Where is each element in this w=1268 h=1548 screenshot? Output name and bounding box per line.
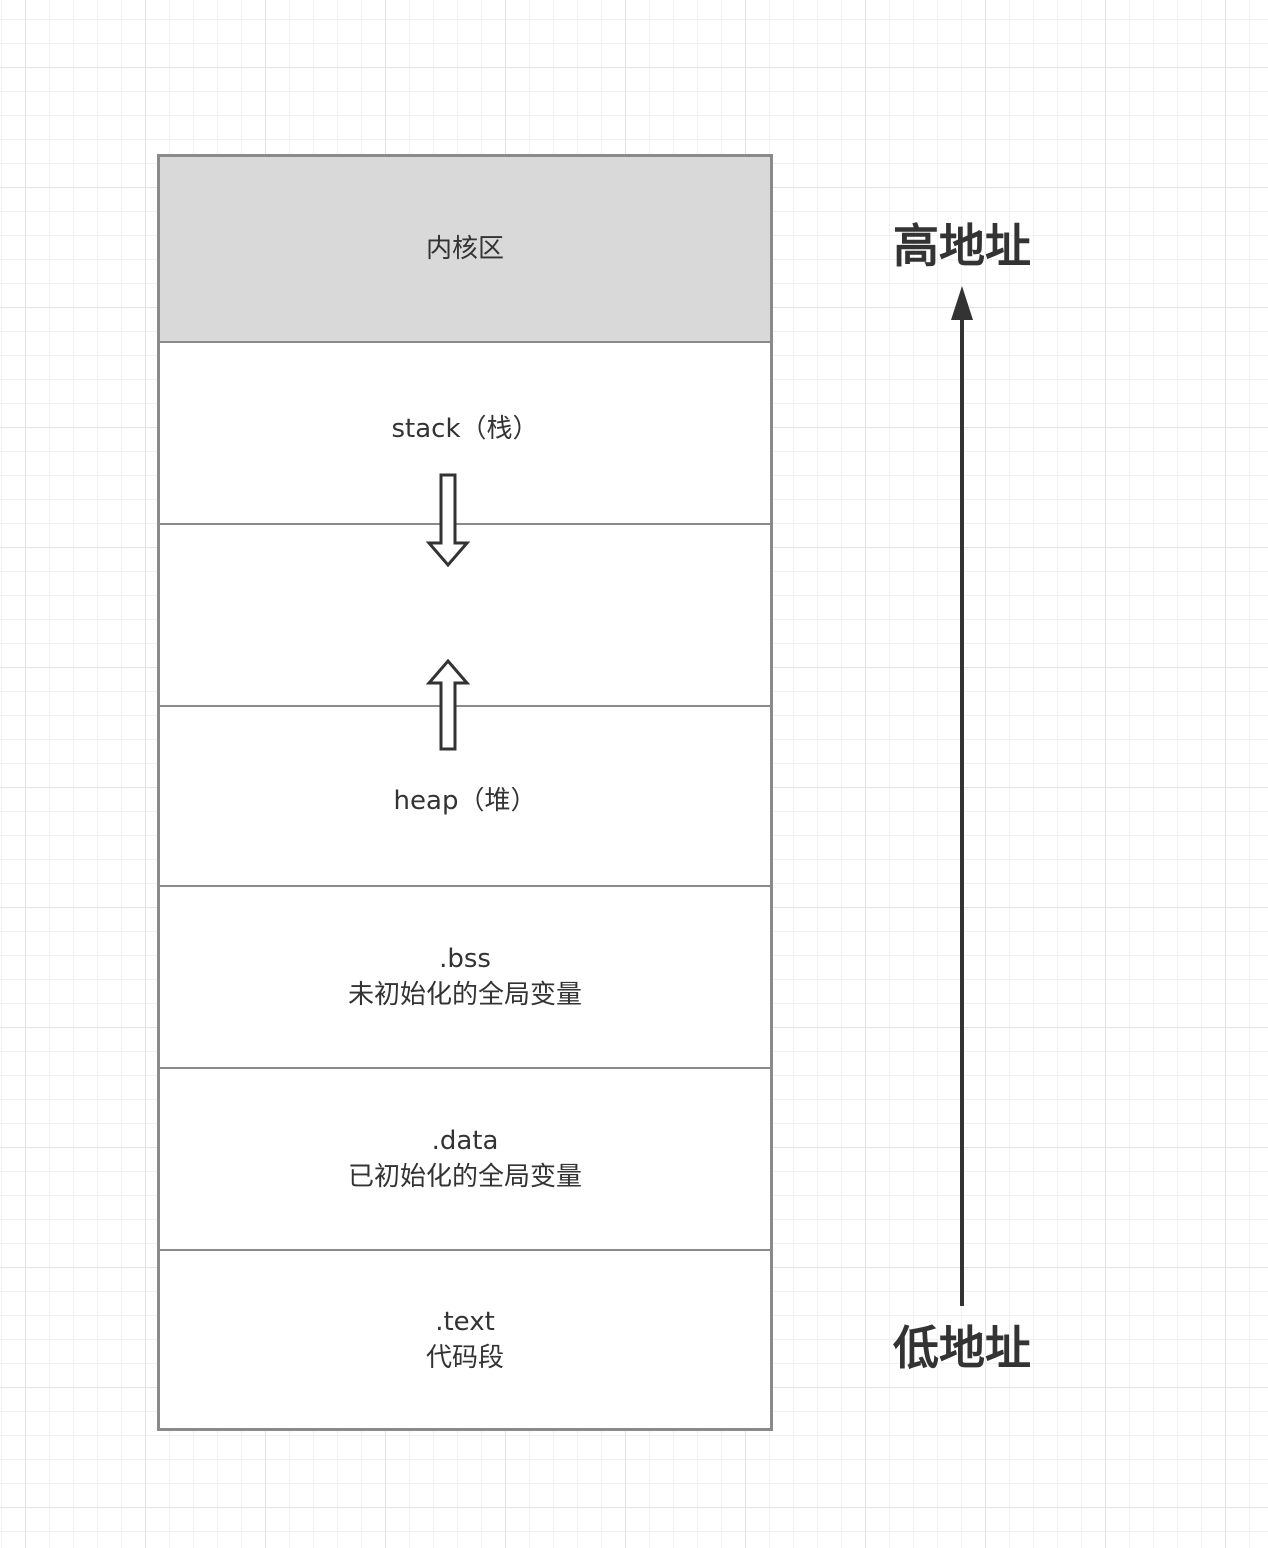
segment-data: .data 已初始化的全局变量 (160, 1069, 770, 1249)
segment-stack: stack（栈） (160, 343, 770, 523)
divider (160, 341, 770, 343)
divider (160, 885, 770, 887)
address-direction-arrow-icon (951, 286, 973, 1306)
segment-heap: heap（堆） (160, 707, 770, 885)
segment-bss-desc: 未初始化的全局变量 (347, 980, 582, 1010)
divider (160, 705, 770, 707)
divider (160, 523, 770, 525)
segment-bss-name: .bss (439, 944, 491, 974)
divider (160, 1249, 770, 1251)
segment-bss: .bss 未初始化的全局变量 (160, 887, 770, 1067)
low-address-label: 低地址 (893, 1321, 1031, 1375)
segment-stack-label: stack（栈） (391, 414, 539, 444)
segment-kernel: 内核区 (160, 157, 770, 341)
segment-kernel-label: 内核区 (425, 234, 504, 264)
memory-layout: 内核区 stack（栈） heap（堆） .bss 未初始化的全局变量 .dat… (157, 154, 773, 1431)
heap-grow-up-arrow-icon (425, 658, 471, 751)
stack-grow-down-arrow-icon (425, 473, 471, 568)
segment-data-name: .data (431, 1126, 499, 1156)
high-address-label: 高地址 (893, 219, 1031, 273)
segment-text-desc: 代码段 (425, 1342, 504, 1373)
segment-data-desc: 已初始化的全局变量 (347, 1162, 582, 1192)
segment-text: .text 代码段 (160, 1251, 770, 1428)
segment-text-name: .text (435, 1306, 495, 1337)
divider (160, 1067, 770, 1069)
segment-heap-label: heap（堆） (393, 786, 537, 816)
